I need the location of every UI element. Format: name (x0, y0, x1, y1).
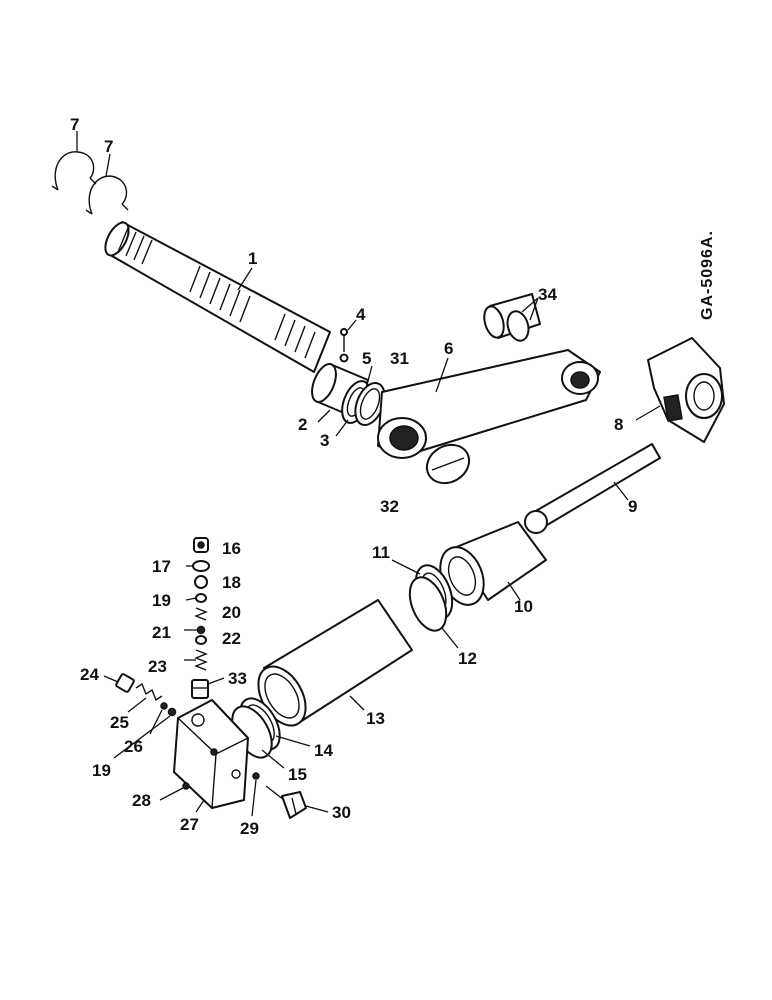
callout-7a: 7 (70, 115, 79, 134)
ball-21 (196, 625, 206, 635)
callout-10: 10 (514, 597, 533, 616)
ring-12 (408, 576, 448, 632)
ball-26 (160, 702, 168, 710)
callout-labels: 7 7 1 4 5 31 6 2 3 34 8 9 32 11 10 12 13… (70, 115, 637, 838)
callout-7b: 7 (104, 137, 113, 156)
lift-arm-6 (377, 349, 601, 459)
seat-22 (195, 635, 207, 645)
clevis-8 (647, 337, 725, 443)
callout-14: 14 (314, 741, 333, 760)
snap-ring-7b (85, 175, 129, 215)
callout-4: 4 (356, 305, 366, 324)
bleed-screw-30 (265, 785, 307, 819)
spring-25 (135, 682, 163, 702)
callout-6: 6 (444, 339, 453, 358)
washer-19a (195, 593, 207, 603)
callout-24: 24 (80, 665, 99, 684)
callout-3: 3 (320, 431, 329, 450)
callout-31: 31 (390, 349, 409, 368)
oring-17 (192, 560, 210, 572)
callout-18: 18 (222, 573, 241, 592)
callout-26: 26 (124, 737, 143, 756)
callout-34: 34 (538, 285, 557, 304)
end-block-27 (173, 699, 249, 809)
callout-8: 8 (614, 415, 623, 434)
callout-23: 23 (148, 657, 167, 676)
drawing-reference: GA-5096A. (699, 230, 716, 320)
splined-shaft-1 (104, 221, 331, 373)
fitting-33 (191, 679, 209, 699)
pin-29 (252, 772, 260, 780)
callout-2: 2 (298, 415, 307, 434)
callout-25: 25 (110, 713, 129, 732)
callout-21: 21 (152, 623, 171, 642)
disc-32 (425, 443, 471, 485)
plug-24 (115, 673, 135, 693)
callout-20: 20 (222, 603, 241, 622)
washer-19b (167, 707, 177, 717)
callout-27: 27 (180, 815, 199, 834)
pin-4 (340, 328, 348, 352)
spring-23 (194, 649, 208, 671)
callout-15: 15 (288, 765, 307, 784)
callout-19b: 19 (92, 761, 111, 780)
callout-13: 13 (366, 709, 385, 728)
pin-28 (182, 782, 190, 790)
spring-20 (194, 607, 208, 621)
callout-28: 28 (132, 791, 151, 810)
callout-32: 32 (380, 497, 399, 516)
callout-29: 29 (240, 819, 259, 838)
valve-cap-16 (193, 537, 209, 553)
bushing-34 (483, 293, 541, 342)
callout-19a: 19 (152, 591, 171, 610)
callout-5: 5 (362, 349, 371, 368)
callout-33: 33 (228, 669, 247, 688)
callout-9: 9 (628, 497, 637, 516)
callout-22: 22 (222, 629, 241, 648)
callout-1: 1 (248, 249, 257, 268)
callout-11: 11 (372, 543, 390, 562)
spring-seat-18 (194, 575, 208, 589)
callout-12: 12 (458, 649, 477, 668)
piston-rod-9 (524, 443, 661, 534)
callout-30: 30 (332, 803, 351, 822)
callout-17: 17 (152, 557, 171, 576)
snap-ring-7a (51, 151, 97, 191)
callout-16: 16 (222, 539, 241, 558)
washer-5 (339, 353, 349, 363)
